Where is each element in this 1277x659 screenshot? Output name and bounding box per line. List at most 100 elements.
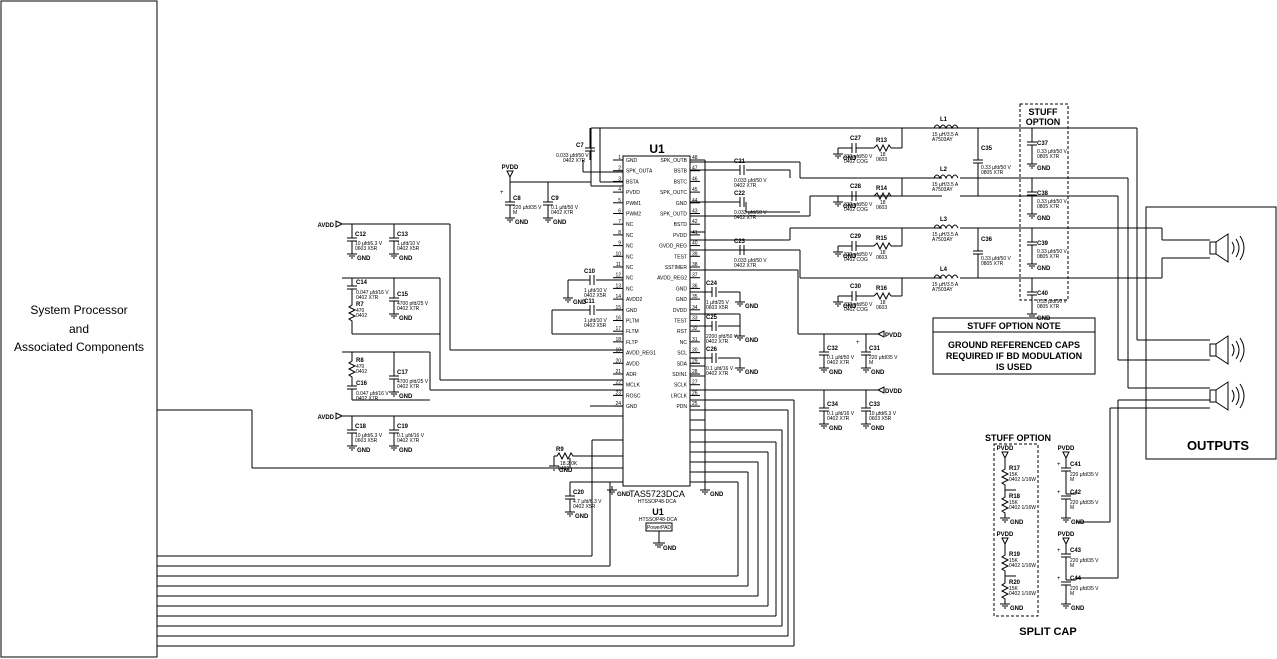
resistor-package: 0402 [356,313,367,319]
capacitor-value: 330 pfd/50 V [844,202,873,208]
ground-label: GND [1071,606,1085,612]
capacitor-value: 0.1 µfd/16 V [397,433,425,439]
capacitor-value: 220 µfd/35 V [1070,586,1099,592]
capacitor-package: 0402 COG [844,257,868,263]
capacitor-value: 1 µfd/10 V [397,241,421,247]
capacitor-value: 0.33 µfd/50 V [981,165,1012,171]
ground-label: GND [843,254,857,260]
capacitor-value: 10 µfd/6.3 V [355,433,383,439]
ic-pin-name: AVDD_REG2 [657,276,687,282]
ic-ref-label: U1 [649,142,665,156]
ground-symbol: GND [735,367,759,376]
ic-pin-name: PLTM [626,319,639,325]
ground-label: GND [1037,316,1051,322]
ground-symbol: GND [563,297,587,306]
capacitor-value: 4.7 µfd/6.3 V [573,499,602,505]
ic-pin-number: 37 [692,273,698,279]
capacitor-value: 4700 pfd/25 V [397,379,429,385]
ground-label: GND [1037,266,1051,272]
ic-pin-number: 34 [692,305,698,311]
ic-pin-number: 2 [618,166,621,172]
ic-pin-number: 43 [692,209,698,215]
resistor-value: 15K [1009,558,1019,564]
inductor-ref: L1 [940,117,948,123]
ic-pin-name: PWM2 [626,212,641,218]
plus-mark: + [1057,462,1061,468]
capacitor-value: 0.33 µfd/50 V [1037,199,1068,205]
capacitor-package: 0402 COG [844,307,868,313]
resistor-package: 0603 [876,157,887,163]
ground-symbol: GND [735,335,759,344]
capacitor-package: 0805 X7R [981,170,1004,176]
ic-pin-name: GVDD_REG [659,244,687,250]
ic-pin-number: 9 [618,241,621,247]
ic-pin-name: BSTA [626,179,639,185]
stuff-option-title-1: STUFF [1029,107,1058,117]
capacitor-value: 0.033 µfd/50 V [734,178,767,184]
inductor-part: A7503AY [932,187,953,193]
capacitor-value: 0.033 µfd/50 V [556,153,589,159]
ground-symbol: GND [833,201,857,210]
note-line-1: GROUND REFERENCED CAPS [948,340,1080,350]
resistor-value: 18 [880,152,886,158]
ground-label: GND [575,514,589,520]
ic-pin-number: 42 [692,219,698,225]
ic-pin-name: RST [677,329,687,335]
capacitor-ref: C27 [850,136,862,142]
ground-symbol: GND [1061,603,1085,612]
ic-pin-name: AVDD [626,361,640,367]
capacitor-value: 0.1 µfd/50 V [551,205,579,211]
capacitor-value: 330 pfd/50 V [844,252,873,258]
capacitor-ref: C20 [573,490,585,496]
ic-pin-name: TEST [674,254,687,260]
capacitor-package: 0402 X5R [584,293,607,299]
resistor-value: 15K [1009,472,1019,478]
pvdd-flag-label: PVDD [1058,446,1075,452]
ground-symbol: GND [1000,517,1024,526]
ic-pin-number: 13 [615,283,621,289]
ground-label: GND [617,492,631,498]
capacitor-package: 0805 X7R [1037,154,1060,160]
pvdd-flag-label: PVDD [885,333,902,339]
ic-pin-number: 4 [618,187,621,193]
ground-label: GND [843,304,857,310]
note-line-3: IS USED [996,362,1033,372]
resistor-ref: R20 [1009,580,1021,586]
ic-pin-number: 39 [692,251,698,257]
resistor-package: 0603 [876,205,887,211]
resistor-value: 18 [880,200,886,206]
plus-mark: + [1057,490,1061,496]
resistor-package: 0402 1/16W [1009,591,1036,597]
ic-package-label-2: HTSSOP48-DCA [639,517,678,523]
capacitor-ref: C10 [584,269,596,275]
ground-label: GND [1037,216,1051,222]
ground-label: GND [399,448,413,454]
ground-symbol: GND [819,367,843,376]
capacitor-ref: C14 [356,280,368,286]
ground-symbol: GND [819,423,843,432]
system-label-3: Associated Components [14,340,144,354]
capacitor-ref: C11 [584,299,595,305]
resistor-ref: R9 [556,447,564,453]
capacitor-ref: C33 [869,402,881,408]
ground-label: GND [357,448,371,454]
ic-pin-name: SDIN1 [672,372,687,378]
system-processor-block [0,0,158,658]
capacitor-value: 0.1 µfd/16 V [827,411,855,417]
ic-pin-name: SPK_OUTB [660,158,687,164]
capacitor-ref: C35 [981,146,993,152]
resistor-value: 18 [880,300,886,306]
capacitor-value: 2200 pfd/50 V [706,334,738,340]
system-label-2: and [69,322,89,336]
capacitor-package: 0402 COG [844,159,868,165]
capacitor-package: 0603 X5R [706,305,729,311]
